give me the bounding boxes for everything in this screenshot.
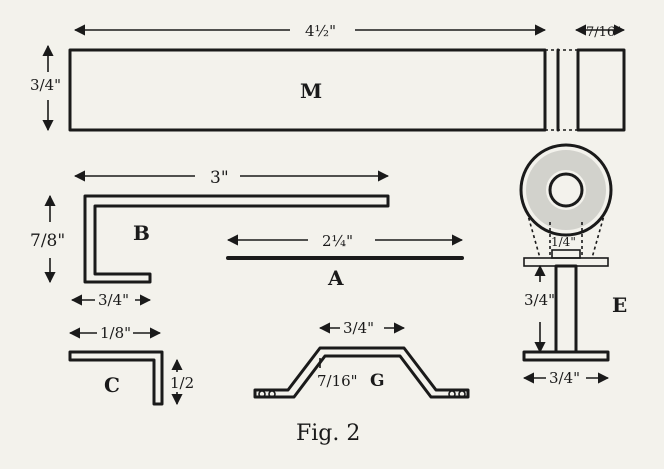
part-g-body [253,346,470,399]
part-c: C 1/8" 1/2 [68,324,194,406]
c-width-dim: 1/8" [100,324,131,342]
part-g-hole-right-2 [458,390,466,398]
part-b-body [83,194,390,284]
part-e-axle [554,264,578,354]
e-width-dim: 3/4" [549,369,580,387]
part-e-projection-right [591,211,606,259]
label-m: M [300,79,322,103]
part-e-collar [551,249,581,259]
b-height-dim: 7/8" [30,231,65,251]
part-e-projection-left [526,211,541,259]
part-g-hole-right-1 [448,390,456,398]
part-a: A 2¼" [226,232,464,290]
b-length-dim: 3" [210,168,229,188]
part-e: 1/4" 3/4" 3/4" E [519,143,627,387]
label-a: A [327,266,344,290]
part-m: M 4½" 7/16" 3/4" [30,22,626,132]
g-width-dim: 3/4" [343,319,374,337]
part-g: 3/4" 7/16" G [253,318,470,399]
part-b: B 3" 7/8" 3/4" [30,168,390,309]
part-m-body [68,48,547,132]
m-height-dim: 3/4" [30,76,61,94]
part-g-hole-left-1 [258,390,266,398]
label-e: E [612,293,627,317]
part-e-wheel-shade [526,150,606,230]
part-m-end-piece [576,48,626,132]
a-length-dim: 2¼" [322,232,353,250]
e-height-dim: 3/4" [524,291,555,309]
b-foot-dim: 3/4" [98,291,129,309]
part-g-hole-left-2 [268,390,276,398]
e-width-dim-bg [546,369,586,386]
part-c-body [68,350,164,406]
b-foot-dim-bg [95,292,135,308]
c-width-dim-bg [97,324,133,340]
part-e-wheel-hub [548,172,584,208]
g-height-dim: 7/16" [317,372,358,390]
e-small-dim: 1/4" [551,235,576,249]
figure-caption: Fig. 2 [296,421,360,446]
part-e-wheel-outer [519,143,613,237]
g-width-dim-bg [340,318,384,336]
label-g: G [370,371,385,391]
c-height-dim: 1/2 [170,374,194,392]
label-c: C [104,373,120,397]
part-e-bottom-plate [522,350,610,362]
label-b: B [133,221,150,245]
m-length-dim: 4½" [305,22,336,40]
m-end-dim: 7/16" [586,25,621,40]
